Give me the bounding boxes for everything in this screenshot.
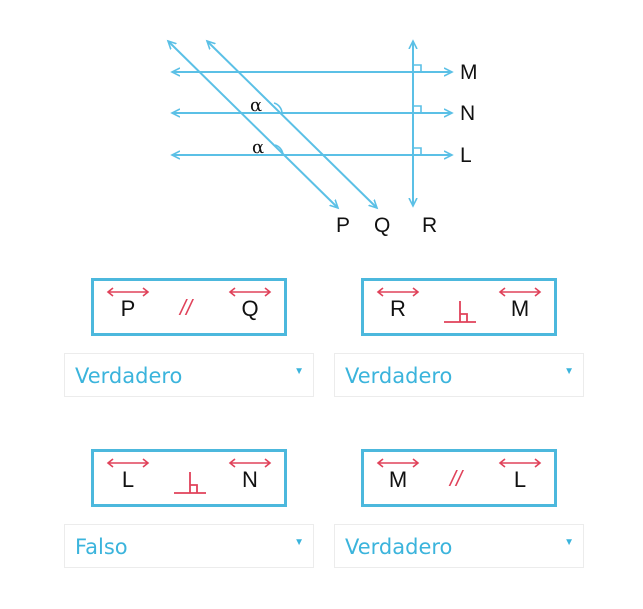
geometry-figure: M N L P Q R α α bbox=[0, 0, 478, 237]
line-name: L bbox=[121, 467, 135, 492]
caret-down-icon[interactable]: ▼ bbox=[294, 537, 304, 548]
answer-dropdown-2[interactable]: Verdadero ▼ bbox=[334, 353, 584, 397]
line-p bbox=[168, 41, 338, 208]
double-arrow-icon bbox=[376, 458, 420, 468]
line-name: R bbox=[390, 296, 406, 321]
double-arrow-icon bbox=[498, 287, 542, 297]
dropdown-value: Verdadero bbox=[345, 535, 453, 559]
label-r: R bbox=[422, 214, 437, 237]
label-q: Q bbox=[374, 214, 390, 237]
double-arrow-icon bbox=[106, 287, 150, 297]
label-p: P bbox=[336, 214, 350, 237]
term-left: R bbox=[376, 287, 420, 321]
angle-label-alpha-1: α bbox=[250, 95, 262, 116]
line-q bbox=[207, 41, 377, 208]
parallel-symbol: // bbox=[179, 295, 193, 320]
line-name: N bbox=[242, 467, 258, 492]
angle-arc-l bbox=[274, 144, 284, 156]
term-left: P bbox=[106, 287, 150, 321]
term-right: Q bbox=[228, 287, 272, 321]
line-name: Q bbox=[241, 296, 259, 321]
double-arrow-icon bbox=[376, 287, 420, 297]
right-angle-mark-n bbox=[413, 105, 422, 113]
perpendicular-symbol bbox=[168, 462, 212, 496]
answer-dropdown-3[interactable]: Falso ▼ bbox=[64, 524, 314, 568]
double-arrow-icon bbox=[106, 458, 150, 468]
answer-dropdown-4[interactable]: Verdadero ▼ bbox=[334, 524, 584, 568]
label-m: M bbox=[460, 61, 478, 84]
parallel-symbol: // bbox=[449, 466, 463, 491]
right-angle-mark-l bbox=[413, 147, 422, 155]
perpendicular-symbol bbox=[438, 291, 482, 325]
statement-card-1: P // Q bbox=[91, 278, 287, 336]
caret-down-icon[interactable]: ▼ bbox=[294, 366, 304, 377]
line-name: M bbox=[388, 467, 408, 492]
angle-label-alpha-2: α bbox=[252, 137, 264, 158]
term-right: M bbox=[498, 287, 542, 321]
dropdown-value: Verdadero bbox=[345, 364, 453, 388]
right-angle-mark-m bbox=[413, 64, 422, 72]
term-right: N bbox=[228, 458, 272, 492]
caret-down-icon[interactable]: ▼ bbox=[564, 366, 574, 377]
dropdown-value: Verdadero bbox=[75, 364, 183, 388]
term-right: L bbox=[498, 458, 542, 492]
angle-arc-n bbox=[273, 102, 283, 114]
line-name: P bbox=[120, 296, 136, 321]
statement-card-4: M // L bbox=[361, 449, 557, 507]
double-arrow-icon bbox=[228, 458, 272, 468]
caret-down-icon[interactable]: ▼ bbox=[564, 537, 574, 548]
label-l: L bbox=[460, 144, 472, 167]
label-n: N bbox=[460, 102, 475, 125]
line-name: M bbox=[510, 296, 530, 321]
line-name: L bbox=[513, 467, 527, 492]
answer-dropdown-1[interactable]: Verdadero ▼ bbox=[64, 353, 314, 397]
double-arrow-icon bbox=[498, 458, 542, 468]
double-arrow-icon bbox=[228, 287, 272, 297]
statement-card-2: R M bbox=[361, 278, 557, 336]
term-left: L bbox=[106, 458, 150, 492]
term-left: M bbox=[376, 458, 420, 492]
statement-card-3: L N bbox=[91, 449, 287, 507]
dropdown-value: Falso bbox=[75, 535, 128, 559]
